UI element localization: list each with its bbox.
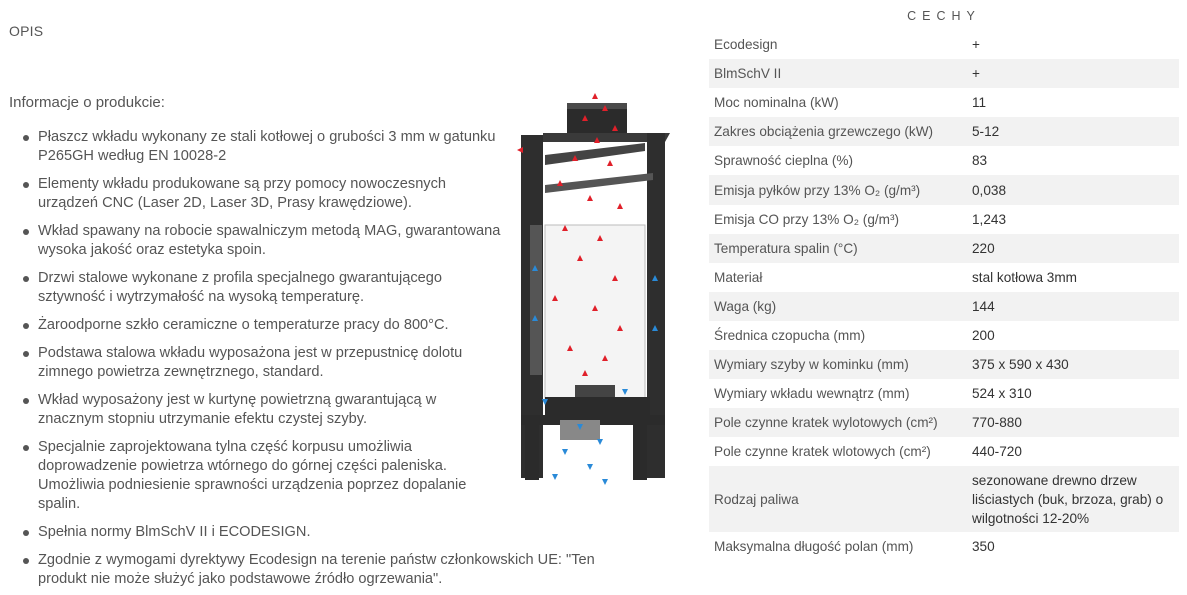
spec-label: Waga (kg) <box>709 291 967 321</box>
feature-item: Żaroodporne szkło ceramiczne o temperatu… <box>20 316 505 335</box>
spec-value: 83 <box>972 153 988 169</box>
table-row: BlmSchV II+ <box>709 59 1179 89</box>
spec-value: 770-880 <box>967 408 1179 438</box>
spec-label: Wymiary szyby w kominku (mm) <box>709 350 967 380</box>
table-row: Moc nominalna (kW) 11 <box>709 88 1179 117</box>
spec-value: sezonowane drewno drzew liściastych (buk… <box>967 466 1179 533</box>
spec-value: 0,038 <box>967 175 1179 205</box>
spec-value: 5-12 <box>967 117 1179 147</box>
cold-air-arrows <box>532 265 658 485</box>
spec-value: stal kotłowa 3mm <box>972 269 1078 285</box>
fireplace-airflow-illustration <box>517 93 670 485</box>
spec-label: Maksymalna długość polan (mm) <box>714 539 914 555</box>
table-row: Wymiary wkładu wewnątrz (mm) 524 x 310 <box>709 379 1179 408</box>
table-row: Pole czynne kratek wylotowych (cm²)770-8… <box>709 408 1179 438</box>
spec-label: Pole czynne kratek wlotowych (cm²) <box>714 444 931 460</box>
spec-value: 200 <box>972 327 995 343</box>
cechy-heading: CECHY <box>907 9 981 23</box>
table-row: Materiał stal kotłowa 3mm <box>709 263 1179 292</box>
spec-label: Emisja pyłków przy 13% O₂ (g/m³) <box>709 175 967 205</box>
product-info-title: Informacje o produkcie: <box>9 94 165 111</box>
spec-label: Emisja CO przy 13% O₂ (g/m³) <box>714 211 900 227</box>
spec-value: 11 <box>972 95 987 111</box>
feature-item: Specjalnie zaprojektowana tylna część ko… <box>20 438 505 514</box>
feature-item: Wkład wyposażony jest w kurtynę powietrz… <box>20 391 505 429</box>
spec-value: 524 x 310 <box>972 386 1032 402</box>
table-row: Maksymalna długość polan (mm) 350 <box>709 532 1179 561</box>
spec-label: Moc nominalna (kW) <box>714 95 839 111</box>
feature-list: Płaszcz wkładu wykonany ze stali kotłowe… <box>20 128 595 595</box>
spec-label: Średnica czopucha (mm) <box>714 327 866 343</box>
feature-item: Spełnia normy BlmSchV II i ECODESIGN. <box>20 523 505 542</box>
table-row: Temperatura spalin (°C)220 <box>709 233 1179 263</box>
feature-item: Drzwi stalowe wykonane z profila specjal… <box>20 269 505 307</box>
table-row: Ecodesign + <box>709 30 1179 59</box>
spec-value: 440-720 <box>972 444 1022 460</box>
table-row: Waga (kg)144 <box>709 291 1179 321</box>
spec-label: Rodzaj paliwa <box>709 466 967 533</box>
feature-item: Wkład spawany na robocie spawalniczym me… <box>20 222 505 260</box>
table-row: Wymiary szyby w kominku (mm)375 x 590 x … <box>709 350 1179 380</box>
feature-item: Zgodnie z wymogami dyrektywy Ecodesign n… <box>20 551 610 589</box>
features-panel: CECHY Ecodesign+ BlmSchV II+ Moc nominal… <box>709 0 1179 595</box>
table-row: Emisja pyłków przy 13% O₂ (g/m³)0,038 <box>709 175 1179 205</box>
spec-label: Sprawność cieplna (%) <box>714 153 854 169</box>
hot-air-arrows <box>517 93 623 376</box>
feature-item: Podstawa stalowa wkładu wyposażona jest … <box>20 344 505 382</box>
description-panel: OPIS Informacje o produkcie: Płaszcz wkł… <box>9 23 670 595</box>
spec-label: BlmSchV II <box>709 59 967 89</box>
spec-label: Wymiary wkładu wewnątrz (mm) <box>714 386 910 402</box>
spec-label: Pole czynne kratek wylotowych (cm²) <box>709 408 967 438</box>
table-row: Pole czynne kratek wlotowych (cm²) 440-72… <box>709 437 1179 466</box>
spec-label: Zakres obciążenia grzewczego (kW) <box>709 117 967 147</box>
specs-table: Ecodesign+ BlmSchV II+ Moc nominalna (kW… <box>709 30 1179 562</box>
table-row: Emisja CO przy 13% O₂ (g/m³) 1,243 <box>709 205 1179 234</box>
spec-value: 144 <box>967 291 1179 321</box>
spec-value: + <box>967 59 1179 89</box>
spec-label: Temperatura spalin (°C) <box>709 233 967 263</box>
table-row: Średnica czopucha (mm) 200 <box>709 321 1179 350</box>
spec-value: 350 <box>972 539 995 555</box>
table-row: Zakres obciążenia grzewczego (kW)5-12 <box>709 117 1179 147</box>
table-row: Sprawność cieplna (%) 83 <box>709 146 1179 175</box>
spec-label: Materiał <box>714 269 763 285</box>
section-label-opis: OPIS <box>9 23 44 39</box>
spec-value: 220 <box>967 233 1179 263</box>
spec-value: 375 x 590 x 430 <box>967 350 1179 380</box>
spec-value: + <box>972 37 980 53</box>
feature-item: Elementy wkładu produkowane są przy pomo… <box>20 175 505 213</box>
spec-label: Ecodesign <box>714 37 778 53</box>
spec-value: 1,243 <box>972 211 1007 227</box>
feature-item: Płaszcz wkładu wykonany ze stali kotłowe… <box>20 128 505 166</box>
